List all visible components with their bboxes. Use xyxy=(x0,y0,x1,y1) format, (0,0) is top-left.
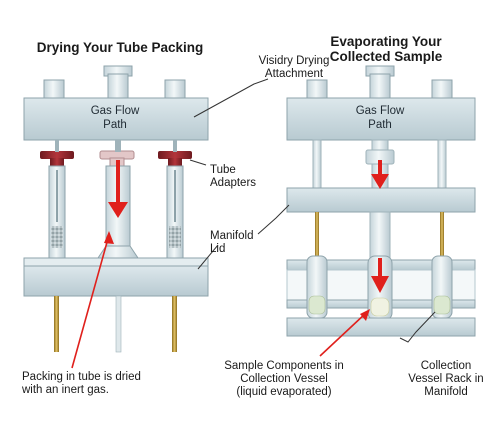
manifold-lid-line2: Lid xyxy=(210,243,226,255)
flow-arrow xyxy=(371,174,389,189)
sample-line2: Collection Vessel xyxy=(240,373,328,385)
sample-line3: (liquid evaporated) xyxy=(236,386,332,398)
right-gas-flow-line2: Path xyxy=(368,119,392,131)
sample-pointer-head xyxy=(360,309,370,321)
rack-label: Collection Vessel Rack in Manifold xyxy=(396,360,496,399)
sample-line1: Sample Components in xyxy=(224,360,344,372)
tube-adapter xyxy=(158,151,192,159)
visidry-label: Visidry Drying Attachment xyxy=(244,55,344,81)
left-panel-title: Drying Your Tube Packing xyxy=(36,40,204,55)
tube-adapters-line1: Tube xyxy=(210,164,236,176)
manifold-lid-line1: Manifold xyxy=(210,230,254,242)
red-pointer-lines xyxy=(71,234,367,369)
left-gas-flow-label: Gas Flow Path xyxy=(80,104,150,132)
leader-lines xyxy=(189,78,436,343)
right-title-line1: Evaporating Your xyxy=(330,34,442,49)
gold-needle xyxy=(440,212,444,264)
tube-adapter xyxy=(40,151,74,159)
packing-line1: Packing in tube is dried xyxy=(22,371,141,383)
visidry-line2: Attachment xyxy=(264,68,324,80)
flow-arrow xyxy=(371,276,389,293)
right-gas-flow-label: Gas Flow Path xyxy=(345,104,415,132)
packing-label: Packing in tube is dried with an inert g… xyxy=(22,371,141,397)
packing-line2: with an inert gas. xyxy=(22,384,109,396)
tube-adapters-line2: Adapters xyxy=(210,177,257,189)
right-title-line2: Collected Sample xyxy=(329,49,443,64)
left-gas-flow-line1: Gas Flow xyxy=(90,105,140,117)
left-assembly xyxy=(23,65,209,353)
left-manifold-lid xyxy=(23,257,209,267)
right-manifold-lid xyxy=(286,187,476,213)
clear-needle xyxy=(115,295,122,353)
flow-arrow xyxy=(108,202,128,218)
left-gas-flow-line2: Path xyxy=(103,119,127,131)
tube-adapters-label: Tube Adapters xyxy=(210,164,256,190)
tube-packing xyxy=(169,226,181,248)
right-panel-title: Evaporating Your Collected Sample xyxy=(300,34,472,64)
gold-needle xyxy=(315,212,319,264)
visidry-line1: Visidry Drying xyxy=(258,55,330,67)
sample-components-label: Sample Components in Collection Vessel (… xyxy=(214,360,354,399)
right-gas-flow-line1: Gas Flow xyxy=(355,105,405,117)
left-inlet-nozzle xyxy=(43,79,65,101)
gold-needle xyxy=(172,296,177,352)
gold-needle xyxy=(54,296,59,352)
rack-line1: Collection xyxy=(420,360,472,372)
right-assembly xyxy=(286,65,476,337)
manifold-lid-label: Manifold Lid xyxy=(210,230,253,256)
left-inlet-nozzle xyxy=(164,79,186,101)
rack-line2: Vessel Rack in xyxy=(408,373,484,385)
packing-pointer-head xyxy=(104,231,114,244)
left-gas-flow-block xyxy=(23,97,209,141)
tube-packing xyxy=(51,226,63,248)
rack-line3: Manifold xyxy=(424,386,468,398)
